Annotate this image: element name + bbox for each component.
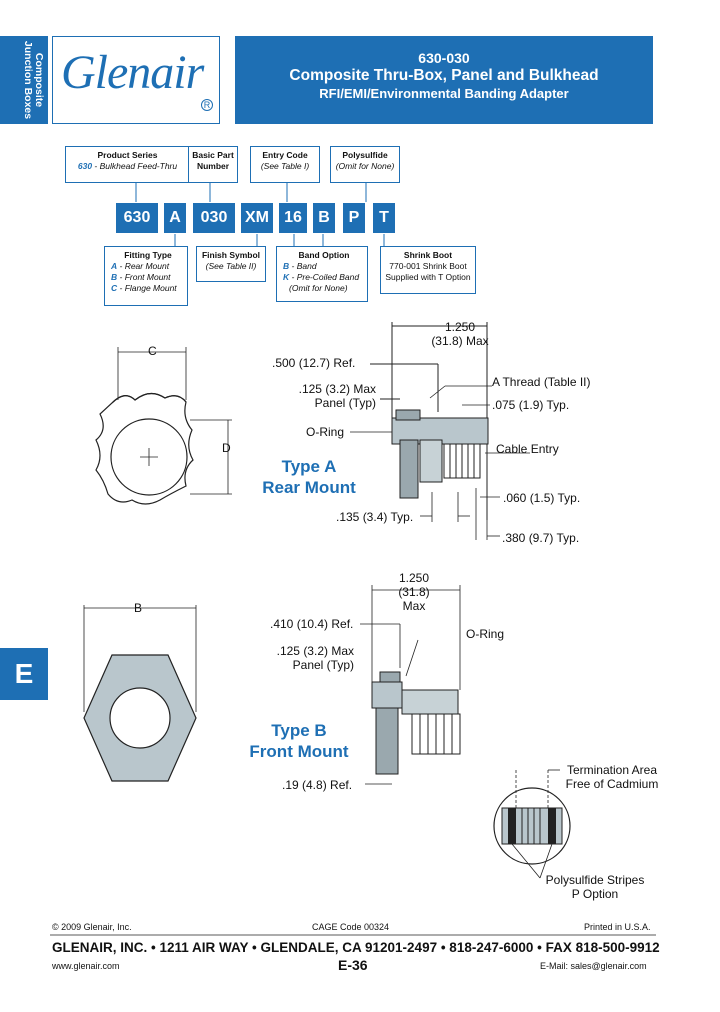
dim-060-label: .060 (1.5) Typ.: [503, 491, 581, 505]
type-b-overall-3: Max: [402, 599, 426, 613]
type-a-panel-1: .125 (3.2) Max: [298, 382, 376, 396]
type-b-line1: Type B: [271, 721, 327, 740]
website-link[interactable]: www.glenair.com: [52, 961, 120, 971]
fitting-a-desc: - Rear Mount: [117, 261, 170, 271]
page-number: E-36: [338, 957, 368, 973]
type-a-panel-dim: .125 (3.2) Max Panel (Typ): [294, 382, 376, 410]
printed-in: Printed in U.S.A.: [584, 922, 651, 932]
termination-line2: Free of Cadmium: [565, 777, 659, 791]
dim-075-label: .075 (1.9) Typ.: [492, 398, 570, 412]
fitting-b-code: B: [111, 272, 118, 282]
type-a-panel-2: Panel (Typ): [314, 396, 376, 410]
polysulfide-stripes-label: Polysulfide Stripes P Option: [540, 873, 650, 901]
code-entry: 16: [279, 203, 307, 233]
product-series-desc: - Bulkhead Feed-Thru: [92, 161, 178, 171]
glenair-logo: Glenair R: [52, 36, 220, 124]
termination-line1: Termination Area: [566, 763, 658, 777]
type-b-panel-2: Panel (Typ): [292, 658, 354, 672]
fitting-a-code: A: [111, 261, 118, 271]
code-band: B: [313, 203, 335, 233]
shrink-boot-line1: 770-001 Shrink Boot: [389, 261, 467, 271]
polysulfide-line2: P Option: [571, 887, 619, 901]
shrink-boot-label: Shrink Boot 770-001 Shrink Boot Supplied…: [380, 246, 476, 294]
band-option-title: Band Option: [298, 250, 350, 260]
dim-c-label: C: [148, 344, 157, 358]
product-series-title: Product Series: [97, 150, 158, 160]
polysulfide-note: (Omit for None): [335, 161, 395, 171]
band-b-desc: - Band: [289, 261, 317, 271]
product-series-code: 630: [77, 161, 93, 171]
type-a-overall-2: (31.8) Max: [431, 334, 489, 348]
type-b-ref-dim: .410 (10.4) Ref.: [270, 617, 354, 631]
product-series-label: Product Series 630 - Bulkhead Feed-Thru: [65, 146, 190, 183]
polysulfide-line1: Polysulfide Stripes: [545, 873, 645, 887]
code-basic: 030: [193, 203, 235, 233]
basic-part-label: Basic Part Number: [188, 146, 238, 183]
type-a-overall-1: 1.250: [444, 320, 476, 334]
basic-part-line2: Number: [196, 161, 230, 171]
type-a-line1: Type A: [281, 457, 337, 476]
type-a-title: Type A Rear Mount: [254, 456, 364, 498]
a-thread-label: A Thread (Table II): [492, 375, 591, 389]
code-shrink-boot: T: [373, 203, 395, 233]
dim-135-label: .135 (3.4) Typ.: [336, 510, 414, 524]
type-b-o-ring-label: O-Ring: [466, 627, 505, 641]
type-b-panel-dim: .125 (3.2) Max Panel (Typ): [272, 644, 354, 672]
section-letter-tab: E: [0, 648, 48, 700]
band-option-label: Band Option B - Band K - Pre-Coiled Band…: [276, 246, 368, 302]
cage-code: CAGE Code 00324: [312, 922, 390, 932]
registered-mark: R: [201, 99, 213, 111]
type-a-line2: Rear Mount: [262, 478, 356, 497]
type-a-o-ring-label: O-Ring: [306, 425, 345, 439]
entry-code-title: Entry Code: [262, 150, 308, 160]
entry-code-label: Entry Code (See Table I): [250, 146, 320, 183]
page-subtitle: RFI/EMI/Environmental Banding Adapter: [319, 86, 569, 101]
shrink-boot-line2: Supplied with T Option: [385, 272, 471, 282]
fitting-c-code: C: [111, 283, 118, 293]
code-polysulfide: P: [343, 203, 365, 233]
dim-d-label: D: [222, 441, 231, 455]
fitting-c-desc: - Flange Mount: [117, 283, 177, 293]
shrink-boot-title: Shrink Boot: [403, 250, 453, 260]
band-k-code: K: [283, 272, 290, 282]
type-b-line2: Front Mount: [249, 742, 349, 761]
type-b-title: Type B Front Mount: [244, 720, 354, 762]
fitting-type-title: Fitting Type: [124, 250, 172, 260]
polysulfide-label: Polysulfide (Omit for None): [330, 146, 400, 183]
dim-19-label: .19 (4.8) Ref.: [282, 778, 353, 792]
band-k-desc: - Pre-Coiled Band: [289, 272, 360, 282]
logo-text: Glenair: [61, 46, 204, 99]
type-a-overall-dim: 1.250 (31.8) Max: [420, 320, 500, 348]
type-b-panel-1: .125 (3.2) Max: [276, 644, 354, 658]
basic-part-line1: Basic Part: [192, 150, 234, 160]
part-number-title: 630-030: [418, 50, 470, 66]
finish-symbol-title: Finish Symbol: [201, 250, 261, 260]
company-address: GLENAIR, INC. • 1211 AIR WAY • GLENDALE,…: [52, 940, 660, 955]
band-b-code: B: [283, 261, 290, 271]
code-fitting: A: [164, 203, 186, 233]
page-title: Composite Thru-Box, Panel and Bulkhead: [289, 67, 599, 84]
code-series: 630: [116, 203, 158, 233]
entry-code-note: (See Table I): [260, 161, 310, 171]
type-b-overall-dim: 1.250 (31.8) Max: [384, 571, 444, 613]
cable-entry-label: Cable Entry: [496, 442, 559, 456]
polysulfide-title: Polysulfide: [342, 150, 388, 160]
finish-symbol-label: Finish Symbol (See Table II): [196, 246, 266, 282]
band-option-note: (Omit for None): [289, 283, 348, 293]
dim-b-label: B: [134, 601, 143, 615]
fitting-b-desc: - Front Mount: [117, 272, 171, 282]
fitting-type-label: Fitting Type A - Rear Mount B - Front Mo…: [104, 246, 188, 306]
termination-label: Termination Area Free of Cadmium: [562, 763, 662, 791]
type-a-ref-dim: .500 (12.7) Ref.: [272, 356, 356, 370]
section-tab: Composite Junction Boxes: [0, 36, 48, 124]
dim-380-label: .380 (9.7) Typ.: [502, 531, 580, 545]
type-b-overall-2: (31.8): [398, 585, 430, 599]
email-link[interactable]: E-Mail: sales@glenair.com: [540, 961, 647, 971]
finish-symbol-note: (See Table II): [205, 261, 257, 271]
code-finish: XM: [241, 203, 273, 233]
type-b-overall-1: 1.250: [398, 571, 430, 585]
copyright: © 2009 Glenair, Inc.: [52, 922, 132, 932]
title-banner: 630-030 Composite Thru-Box, Panel and Bu…: [235, 36, 653, 124]
